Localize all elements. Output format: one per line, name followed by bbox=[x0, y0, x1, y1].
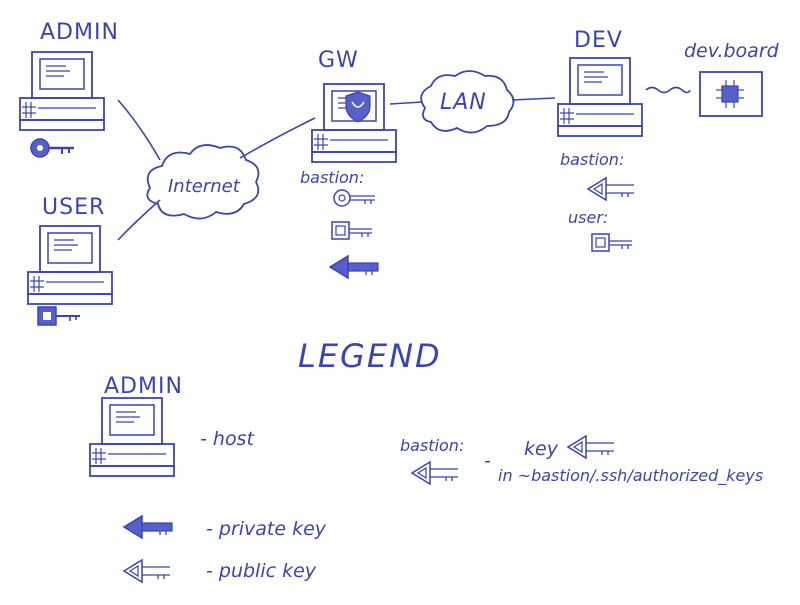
dev-board-icon bbox=[699, 71, 763, 117]
dev-label: DEV bbox=[574, 28, 623, 53]
legend-private-key-desc: - private key bbox=[206, 518, 327, 540]
gw-arrow-private-key-icon bbox=[329, 255, 379, 279]
dev-host-icon bbox=[557, 57, 643, 137]
internet-cloud bbox=[146, 144, 260, 220]
internet-gw-link bbox=[239, 117, 316, 159]
dev-bastion-public-key-icon bbox=[587, 177, 635, 201]
internet-label: Internet bbox=[168, 176, 240, 197]
gw-bastion-label: bastion: bbox=[300, 168, 365, 187]
dev-user-label: user: bbox=[568, 208, 609, 227]
admin-private-key-icon bbox=[29, 137, 76, 159]
gw-lan-link bbox=[389, 101, 423, 105]
legend-key-icon bbox=[567, 435, 615, 459]
legend-private-key-icon bbox=[123, 515, 173, 539]
admin-internet-link bbox=[117, 99, 161, 161]
gw-label: GW bbox=[318, 48, 359, 73]
legend-host-name: ADMIN bbox=[104, 374, 183, 399]
legend-public-key-desc: - public key bbox=[206, 560, 317, 582]
legend-bastion-label: bastion: bbox=[400, 436, 465, 455]
lan-dev-link bbox=[511, 97, 556, 101]
shield-icon bbox=[345, 91, 371, 123]
legend-title: LEGEND bbox=[298, 337, 442, 375]
legend-authorized-key-icon bbox=[411, 461, 459, 485]
user-label: USER bbox=[42, 195, 106, 220]
gw-square-public-key-icon bbox=[331, 221, 373, 240]
dev-user-public-key-icon bbox=[591, 233, 633, 252]
gw-round-public-key-icon bbox=[333, 189, 376, 207]
legend-public-key-icon bbox=[123, 559, 171, 583]
legend-authorized-keys: in ~bastion/.ssh/authorized_keys bbox=[498, 466, 764, 485]
lan-label: LAN bbox=[440, 90, 487, 115]
dev-bastion-label: bastion: bbox=[560, 150, 625, 169]
legend-host-desc: - host bbox=[200, 428, 254, 450]
legend-dash: - bbox=[484, 450, 491, 472]
admin-host-icon bbox=[19, 51, 105, 131]
user-host-icon bbox=[27, 225, 113, 305]
admin-label: ADMIN bbox=[40, 20, 119, 45]
user-internet-link bbox=[117, 199, 161, 241]
lan-cloud bbox=[420, 70, 515, 134]
legend-key-word: key bbox=[524, 438, 558, 460]
legend-host-icon bbox=[89, 397, 175, 477]
user-private-key-icon bbox=[37, 306, 81, 326]
devboard-label: dev.board bbox=[684, 40, 779, 62]
dev-board-link bbox=[645, 86, 691, 94]
